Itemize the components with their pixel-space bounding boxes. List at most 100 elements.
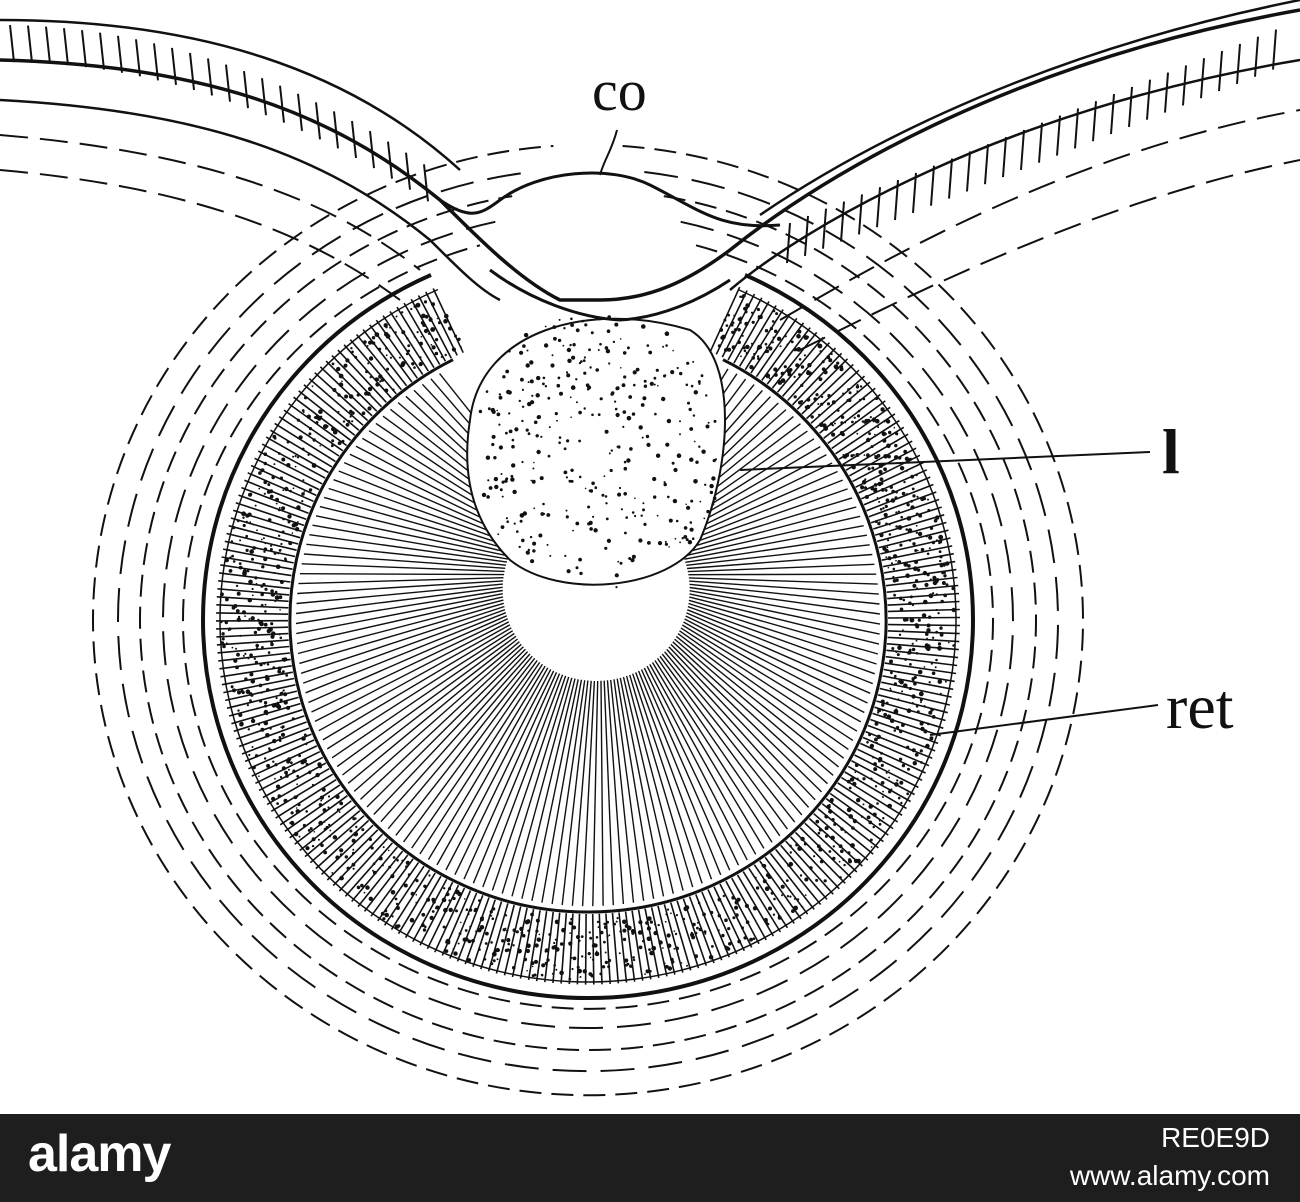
retina-stipple <box>268 748 272 752</box>
lens-stipple <box>533 461 535 464</box>
retina-stipple <box>893 455 899 460</box>
retina-stipple <box>666 933 671 938</box>
retina-stipple <box>279 636 283 640</box>
retina-stipple <box>351 350 354 354</box>
retina-stipple <box>297 521 299 523</box>
retina-stipple <box>887 566 890 569</box>
retina-stipple <box>675 946 679 951</box>
retina-stipple <box>818 413 821 416</box>
retina-stipple <box>372 862 376 865</box>
lens-stipple <box>498 445 503 450</box>
retina-stipple <box>271 703 277 708</box>
epidermis-cell-wall <box>1092 101 1097 142</box>
vitreous-fiber <box>632 673 703 884</box>
vitreous-fiber <box>689 593 880 635</box>
retina-cell <box>805 369 860 420</box>
retina-stipple <box>337 410 340 413</box>
retina-stipple <box>862 397 866 401</box>
vitreous-fiber <box>683 515 861 557</box>
retina-stipple <box>941 571 945 575</box>
retina-stipple <box>278 595 283 600</box>
retina-cell <box>819 387 876 434</box>
retina-stipple <box>401 311 404 314</box>
lens-stipple <box>608 362 611 365</box>
retina-stipple <box>305 810 309 813</box>
retina-stipple <box>828 358 833 363</box>
retina-stipple <box>236 617 241 622</box>
retina-stipple <box>775 312 779 316</box>
vitreous-fiber <box>387 655 533 830</box>
retina-stipple <box>455 909 458 913</box>
retina-stipple <box>239 634 242 637</box>
retina-stipple <box>649 950 654 956</box>
retina-cell <box>865 730 933 760</box>
epidermis-line <box>0 18 461 171</box>
lens-stipple <box>497 533 500 536</box>
vitreous-fiber <box>333 479 515 546</box>
vitreous-fiber <box>686 544 870 566</box>
retina-stipple <box>893 682 898 686</box>
retina-stipple <box>870 445 874 449</box>
lens-stipple <box>525 428 529 432</box>
retina-stipple <box>422 323 426 327</box>
retina-stipple <box>793 347 798 352</box>
retina-stipple <box>453 951 458 956</box>
retina-stipple <box>294 527 300 532</box>
retina-stipple <box>447 887 452 891</box>
retina-stipple <box>858 398 862 402</box>
retina-cell <box>885 576 958 587</box>
retina-stipple <box>443 887 446 890</box>
lens-stipple <box>704 483 707 486</box>
vitreous-fiber <box>297 599 504 655</box>
lens <box>466 315 726 589</box>
retina-cell <box>742 871 782 933</box>
vitreous-fiber <box>581 680 596 907</box>
retina-stipple <box>848 786 852 790</box>
retina-stipple <box>826 355 831 360</box>
retina-stipple <box>221 637 225 641</box>
retina-stipple <box>275 497 279 502</box>
lens-stipple <box>527 381 530 384</box>
retina-stipple <box>254 660 258 664</box>
retina-stipple <box>222 644 226 649</box>
retina-stipple <box>733 314 736 317</box>
retina-stipple <box>893 593 896 597</box>
retina-stipple <box>569 932 571 934</box>
retina-stipple <box>923 729 928 734</box>
retina-stipple <box>916 568 921 572</box>
retina-stipple <box>864 486 867 490</box>
retina-cell <box>218 652 290 662</box>
epidermis-cell-wall <box>966 151 971 192</box>
retina-stipple <box>670 957 674 962</box>
retina-stipple <box>318 409 323 415</box>
retina-stipple <box>289 489 292 493</box>
retina-stipple <box>589 956 592 959</box>
retina-stipple <box>828 850 832 853</box>
lens-stipple <box>614 573 619 578</box>
epidermis-cell-wall <box>387 141 393 179</box>
retina-stipple <box>260 727 265 732</box>
retina-stipple <box>624 958 629 963</box>
lens-stipple <box>606 329 611 334</box>
retina-stipple <box>527 929 530 932</box>
retina-cell <box>248 739 315 770</box>
lens-stipple <box>688 407 692 412</box>
lens-stipple <box>621 383 626 388</box>
retina-stipple <box>622 919 627 925</box>
lens-stipple <box>692 414 696 417</box>
retina-stipple <box>241 610 247 615</box>
retina-stipple <box>392 856 396 859</box>
lens-stipple <box>508 349 511 353</box>
vitreous-fiber <box>482 674 564 888</box>
lens-stipple <box>706 509 710 514</box>
retina-stipple <box>877 708 882 713</box>
lens-stipple <box>575 378 578 381</box>
retina-cell <box>390 869 431 931</box>
lens-stipple <box>519 350 524 355</box>
retina-stipple <box>673 947 676 950</box>
retina-stipple <box>840 421 844 425</box>
retina-stipple <box>448 899 451 902</box>
retina-stipple <box>849 777 855 782</box>
retina-cell <box>881 681 952 698</box>
retina-stipple <box>389 356 392 359</box>
